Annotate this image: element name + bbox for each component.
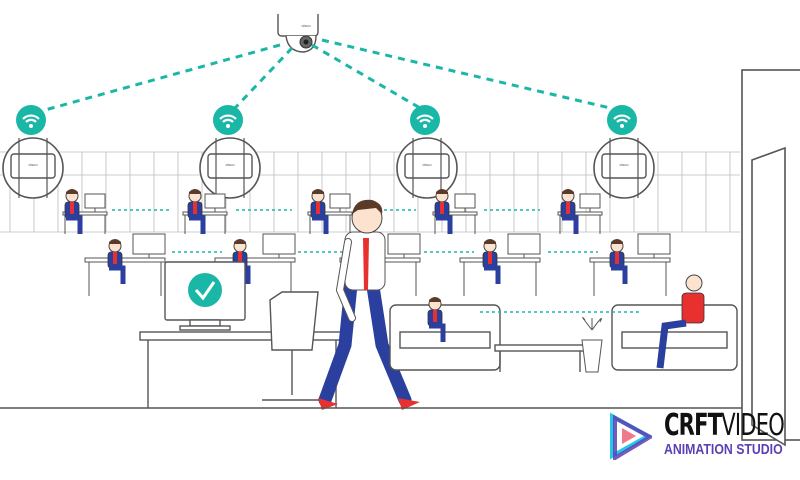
potted-plant [581,317,603,373]
camera-brand-label: cisco [301,23,311,28]
access-point-3 [396,103,458,199]
ap-brand-label: cisco [422,162,432,167]
crftvideo-logo: CRFTVIDEO ANIMATION STUDIO [606,408,796,464]
person-with-phone [656,274,705,369]
ap-brand-label: cisco [619,162,629,167]
door [741,69,800,447]
ap-brand-label: cisco [225,162,235,167]
access-point-4 [593,103,655,199]
back-row-workstations [62,189,603,234]
coffee-table [494,344,586,372]
logo-tagline: ANIMATION STUDIO [664,441,783,458]
ap-brand-label: cisco [28,162,38,167]
access-point-2 [199,103,261,199]
play-icon [610,412,652,460]
office-chair [262,291,322,401]
security-camera: cisco [277,14,319,53]
checkmark-icon [188,273,222,307]
camera-wifi-links [44,38,611,112]
walking-man [318,199,420,410]
logo-brand-bold: CRFT [664,408,722,443]
logo-brand-thin: VIDEO [721,408,785,443]
sofa-right [611,304,738,371]
access-point-1 [2,103,64,199]
